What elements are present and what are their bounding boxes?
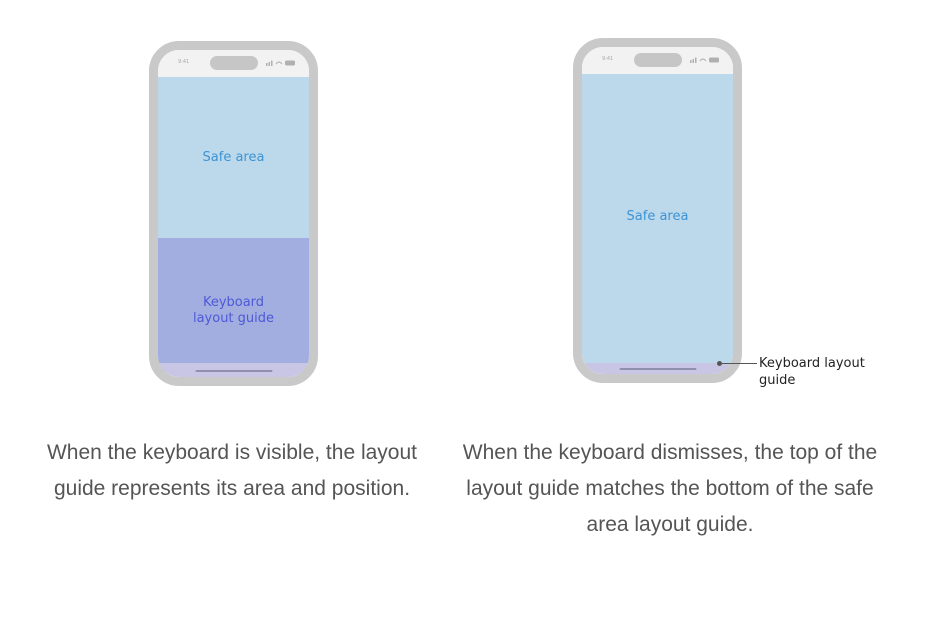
caption-keyboard-visible: When the keyboard is visible, the layout… (46, 441, 418, 500)
safe-area-label: Safe area (202, 150, 265, 165)
caption-keyboard-dismissed: When the keyboard dismisses, the top of … (462, 441, 878, 536)
keyboard-layout-guide-area: Keyboard layout guide (158, 238, 309, 372)
status-time: 9:41 (178, 59, 190, 65)
dynamic-island (633, 53, 682, 67)
home-indicator (195, 370, 272, 372)
status-icons (266, 60, 295, 66)
safe-area: Safe area (582, 74, 733, 363)
keyboard-layout-guide-label: Keyboard layout guide (158, 295, 309, 327)
keyboard-layout-guide-area (582, 363, 733, 374)
safe-area: Safe area (158, 77, 309, 238)
phone-keyboard-visible: 9:41 Safe area Keyboard layout guide (149, 41, 318, 386)
status-bar: 9:41 (582, 47, 733, 74)
keyboard-layout-guide-callout: Keyboard layout guide (759, 355, 889, 389)
home-indicator (619, 368, 696, 370)
keyboard-label-line-2: layout guide (192, 311, 275, 326)
callout-line (720, 363, 757, 364)
keyboard-label-line-1: Keyboard (202, 295, 265, 310)
status-icons (690, 57, 719, 63)
status-bar: 9:41 (158, 50, 309, 77)
dynamic-island (209, 56, 258, 70)
status-time: 9:41 (602, 56, 614, 62)
callout-line-1: Keyboard layout (759, 356, 865, 371)
safe-area-label: Safe area (626, 209, 689, 224)
phone-keyboard-dismissed: 9:41 Safe area (573, 38, 742, 383)
callout-dot (717, 361, 722, 366)
callout-line-2: guide (759, 373, 796, 388)
home-indicator-area (158, 363, 309, 377)
